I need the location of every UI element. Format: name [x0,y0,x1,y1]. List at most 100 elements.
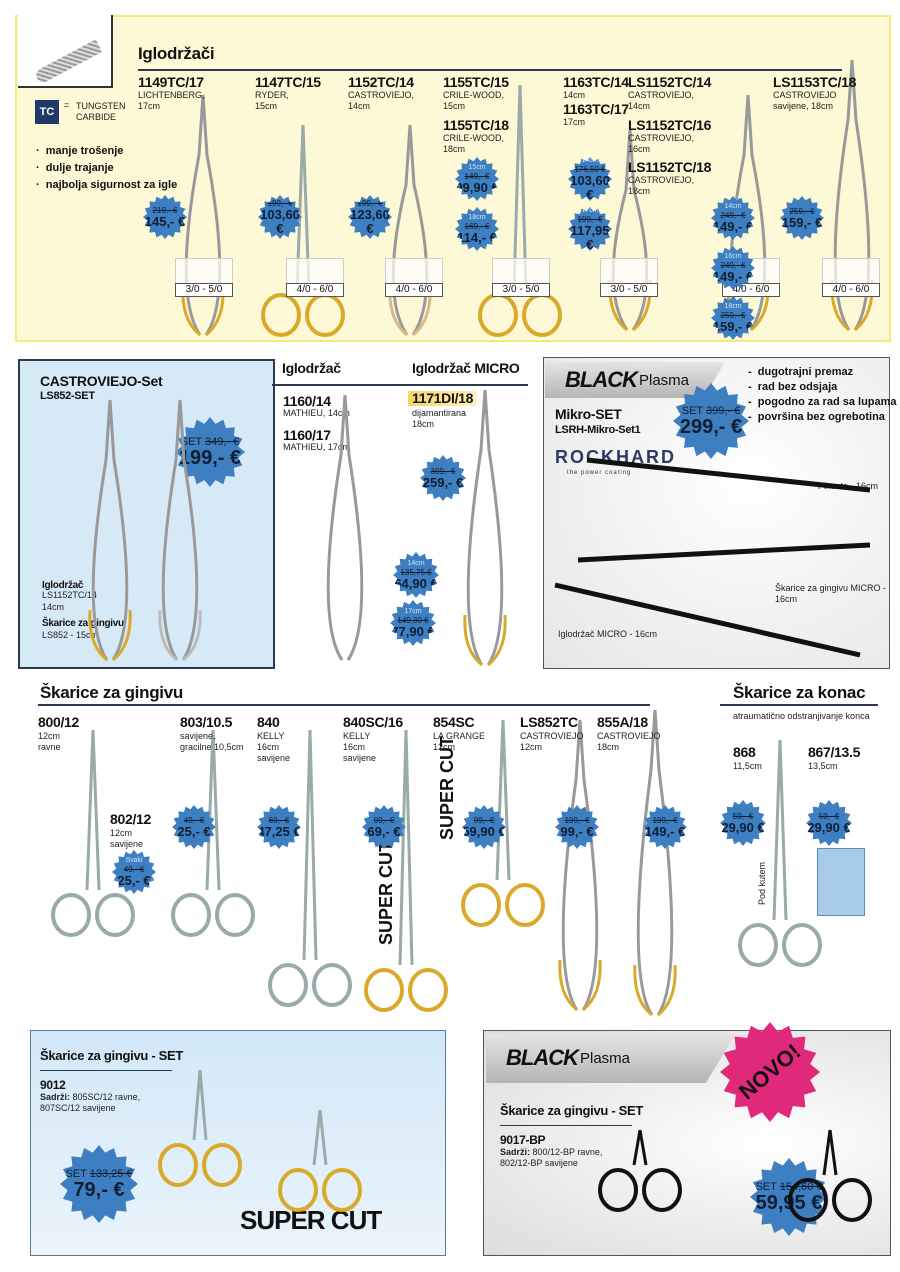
product-desc: 16cm [257,742,280,752]
old-price: 199,- € [652,815,678,825]
product-size: 11,5cm [733,761,762,771]
product-desc: CASTROVIEJO, [628,175,695,185]
set-code: 9012 [40,1078,66,1092]
set-title: Škarice za gingivu - SET [500,1103,644,1118]
angled-tip-inset [817,848,865,916]
section-title-micro: Iglodržač MICRO [412,360,520,376]
old-price: 199,- € [564,815,590,825]
product-size: 17cm [563,117,586,127]
old-price: 49,- € [183,815,205,825]
benefit-item: · najbolja sigurnost za igle [36,179,178,191]
product-desc: savijene [257,753,291,763]
gold-handle [463,614,507,667]
product-desc: 12cm [520,742,543,752]
product-code: 1171DI/18 [408,391,478,406]
instrument-blade [205,729,221,891]
needle-holder [636,709,674,1016]
suture-needle-image [286,258,344,284]
new-price: 117,95 € [570,222,610,252]
product-code: 854SC [433,714,475,730]
finger-ring [171,893,211,937]
supercut-logo: SUPER CUT [240,1205,382,1235]
product-size: 18cm [412,419,435,429]
file-tip-image [18,15,113,88]
product-desc: LA GRANGE [433,731,486,741]
new-price: 149,- € [712,218,754,234]
gold-handle [558,959,602,1012]
badge-size-label: 18cm [468,213,486,221]
finger-ring [95,893,135,937]
product-code: 803/10.5 [180,714,233,730]
badge-size-label: 16cm [724,252,742,260]
new-price: 59,90 € [462,823,506,839]
product-desc: savijene, [180,731,216,741]
new-price: 103,60 € [570,172,610,202]
suture-size-label: 4/0 - 6/0 [722,283,780,297]
badge-size-label: Svaki [125,856,143,864]
instrument-label: Škarice za gingivu MICRO - 16cm [775,583,887,604]
product-desc: savijene [343,753,377,763]
new-price: 149,- € [712,268,754,284]
set-code: 9017-BP [500,1133,546,1147]
section-title-suture-scissors: Škarice za konac [733,683,866,702]
price-badge: 259,- €159,- € [780,196,824,240]
product-desc: 18cm [597,742,620,752]
product-desc: CASTROVIEJO [773,90,837,100]
new-price: 47,25 € [257,823,301,839]
novo-badge: NOVO! [720,1022,820,1122]
product-desc: CASTROVIEJO, [348,90,415,100]
old-price: 176,50 € [574,164,606,174]
old-price: 149,- € [464,171,490,181]
old-price: 99,- € [373,815,395,825]
new-price: 25,- € [177,823,211,839]
suture-size-label: 3/0 - 5/0 [600,283,658,297]
new-price: 103,60 € [260,206,300,236]
product-code: 1163TC/17 [563,101,629,117]
old-price: 249,- € [720,210,746,220]
instrument-blade [398,729,414,966]
product-size: 16cm [628,144,651,154]
product-code: 800/12 [38,714,80,730]
new-price: 145,- € [144,213,186,229]
benefit-item: · dulje trajanje [36,162,114,174]
new-price: 99,90 € [455,179,499,195]
product-size: 17cm [138,101,161,111]
price-badge: 199,- €103,60 € [258,195,302,239]
price-badge: SET 154,60 €59,95 € [750,1158,828,1236]
feature-item: - rad bez odsjaja [748,381,838,393]
feature-item: - pogodno za rad sa lupama [748,396,897,408]
price-badge: 69,- €47,25 € [257,805,301,849]
new-price: 25,- € [117,872,151,888]
product-desc: KELLY [343,731,371,741]
tc-badge: TC [35,100,59,124]
item-size: 14cm [42,602,65,612]
supercut-logo: SUPER CUT [376,840,396,945]
price-badge: SET 399,- €299,- € [673,383,749,459]
product-desc: CASTROVIEJO, [628,90,695,100]
old-price: 99,- € [473,815,495,825]
badge-size-label: 15cm [468,163,486,171]
product-size: 14cm [563,90,586,100]
instrument-blade [85,729,101,891]
castroviejo-set-title: CASTROVIEJO-Set [40,373,163,389]
new-price: 159,- € [781,214,823,230]
product-size: 13,5cm [808,761,838,771]
feature-item: - površina bez ogrebotina [748,411,885,423]
price-badge: 59,- €29,90 € [720,800,766,846]
new-price: 29,90 € [721,819,765,835]
new-price: 114,- € [457,229,497,245]
suture-size-label: 4/0 - 6/0 [385,283,443,297]
new-price: 99,- € [560,823,594,839]
product-code: LS1152TC/18 [628,159,712,175]
price-badge: 99,- €59,90 € [462,805,506,849]
old-price: 219,- € [152,205,178,215]
finger-ring [505,883,545,927]
tc-equals: = [64,100,70,110]
suture-size-label: 4/0 - 6/0 [822,283,880,297]
product-size: 14cm [348,101,371,111]
